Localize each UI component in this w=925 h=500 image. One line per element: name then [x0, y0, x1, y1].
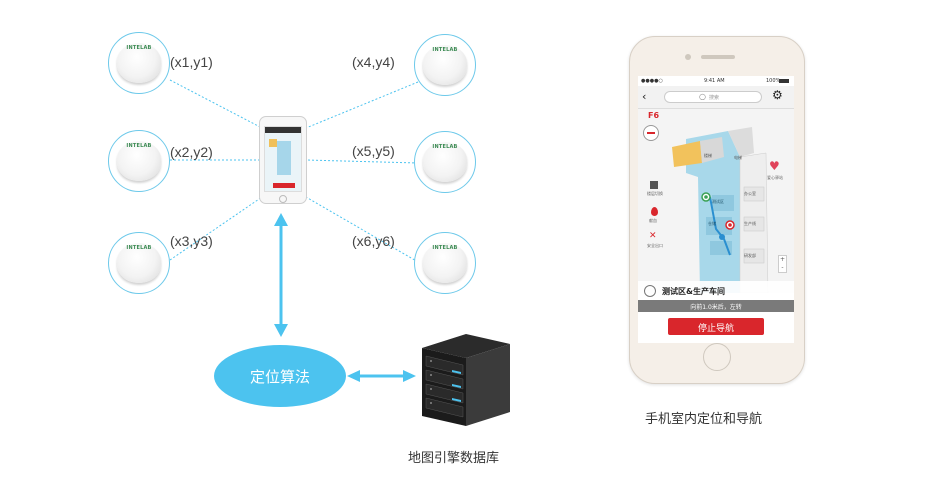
- coord-label-6: (x6,y6): [352, 233, 395, 249]
- signal-icon: ●●●●○: [641, 78, 663, 84]
- back-icon[interactable]: ‹: [642, 90, 647, 103]
- zone-label-storage: 仓储: [708, 221, 716, 226]
- beacon-1: INTELAB: [108, 32, 170, 94]
- exit-icon[interactable]: ✕: [649, 231, 657, 241]
- beacon-logo: INTELAB: [432, 245, 458, 251]
- search-placeholder: 搜索: [709, 95, 720, 101]
- beacon-logo: INTELAB: [126, 45, 152, 51]
- beacon-logo: INTELAB: [126, 143, 152, 149]
- zone-label-test: 测试区: [712, 199, 724, 204]
- blood-drop-icon[interactable]: [651, 207, 658, 216]
- location-target-icon: [644, 285, 656, 297]
- coord-label-3: (x3,y3): [170, 233, 213, 249]
- center-phone-screen: [264, 126, 302, 192]
- coord-label-5: (x5,y5): [352, 143, 395, 159]
- search-icon: ○: [699, 92, 706, 101]
- exit-label: 安全出口: [647, 243, 663, 248]
- status-time: 9:41 AM: [704, 78, 725, 84]
- direction-text: 向前1.0米后，左转: [690, 304, 742, 311]
- floor-plan: [672, 127, 769, 293]
- zone-label-rd: 研发部: [744, 253, 756, 258]
- phone-caption: 手机室内定位和导航: [645, 412, 763, 427]
- zoom-out-button[interactable]: -: [781, 264, 784, 271]
- beacon-4: INTELAB: [414, 34, 476, 96]
- gear-icon[interactable]: ⚙: [772, 88, 783, 102]
- phone-speaker: [701, 55, 735, 59]
- server-label: 地图引擎数据库: [408, 451, 500, 466]
- center-phone: [259, 116, 307, 204]
- arrowhead-up: [274, 213, 288, 226]
- floor-label: F6: [648, 111, 660, 120]
- beacon-3: INTELAB: [108, 232, 170, 294]
- floor-switch-label: 楼层切换: [647, 191, 663, 196]
- beacon-6: INTELAB: [414, 232, 476, 294]
- phone-screen: ●●●●○ 9:41 AM 100% ‹ ○ 搜索 ⚙ F6: [638, 76, 794, 343]
- beacon-logo: INTELAB: [126, 245, 152, 251]
- link-x1: [169, 79, 263, 129]
- zone-label-elevator: 电梯: [734, 155, 742, 160]
- search-input[interactable]: ○ 搜索: [664, 91, 762, 103]
- location-title: 测试区&生产车间: [662, 287, 725, 296]
- coord-label-2: (x2,y2): [170, 144, 213, 160]
- heart-icon[interactable]: ♥: [769, 159, 780, 173]
- phone-home-button[interactable]: [703, 343, 731, 371]
- beacon-5: INTELAB: [414, 131, 476, 193]
- server-icon: [422, 334, 510, 426]
- arrowhead-right: [403, 370, 416, 382]
- arrowhead-down: [274, 324, 288, 337]
- algorithm-label: 定位算法: [249, 368, 310, 386]
- zoom-in-button[interactable]: +: [779, 256, 786, 263]
- zone-label-office: 办公室: [744, 191, 756, 196]
- link-x4: [305, 81, 419, 129]
- compass-icon[interactable]: [643, 125, 659, 141]
- status-bar: ●●●●○ 9:41 AM 100%: [638, 76, 794, 86]
- blood-label: 献血: [649, 218, 657, 223]
- direction-bar: 向前1.0米后，左转: [638, 300, 794, 312]
- zone-label-line: 生产线: [744, 221, 756, 226]
- coord-label-1: (x1,y1): [170, 54, 213, 70]
- beacon-logo: INTELAB: [432, 47, 458, 53]
- coord-label-4: (x4,y4): [352, 54, 395, 70]
- nav-bar: ‹ ○ 搜索 ⚙: [638, 86, 794, 109]
- battery-icon: [779, 79, 789, 83]
- link-x3: [169, 196, 263, 261]
- battery-text: 100%: [766, 78, 781, 84]
- link-x5: [305, 159, 419, 164]
- zoom-control[interactable]: + -: [778, 255, 787, 273]
- beacon-logo: INTELAB: [432, 144, 458, 150]
- algorithm-ellipse: [214, 345, 346, 407]
- phone-camera: [685, 54, 691, 60]
- zone-label-stairs: 楼梯: [704, 153, 712, 158]
- indoor-map[interactable]: F6 楼梯 电梯 测试区 仓储 办公室 生产线 研发: [638, 109, 794, 293]
- heart-label: 爱心驿站: [767, 175, 783, 180]
- nav-panel: 测试区&生产车间 向前1.0米后，左转 停止导航: [638, 281, 794, 343]
- arrowhead-left: [347, 370, 360, 382]
- beacon-2: INTELAB: [108, 130, 170, 192]
- stop-navigation-button[interactable]: 停止导航: [668, 318, 764, 335]
- link-x6: [305, 196, 419, 263]
- floor-switch-icon[interactable]: [650, 181, 658, 189]
- stop-navigation-label: 停止导航: [697, 324, 734, 334]
